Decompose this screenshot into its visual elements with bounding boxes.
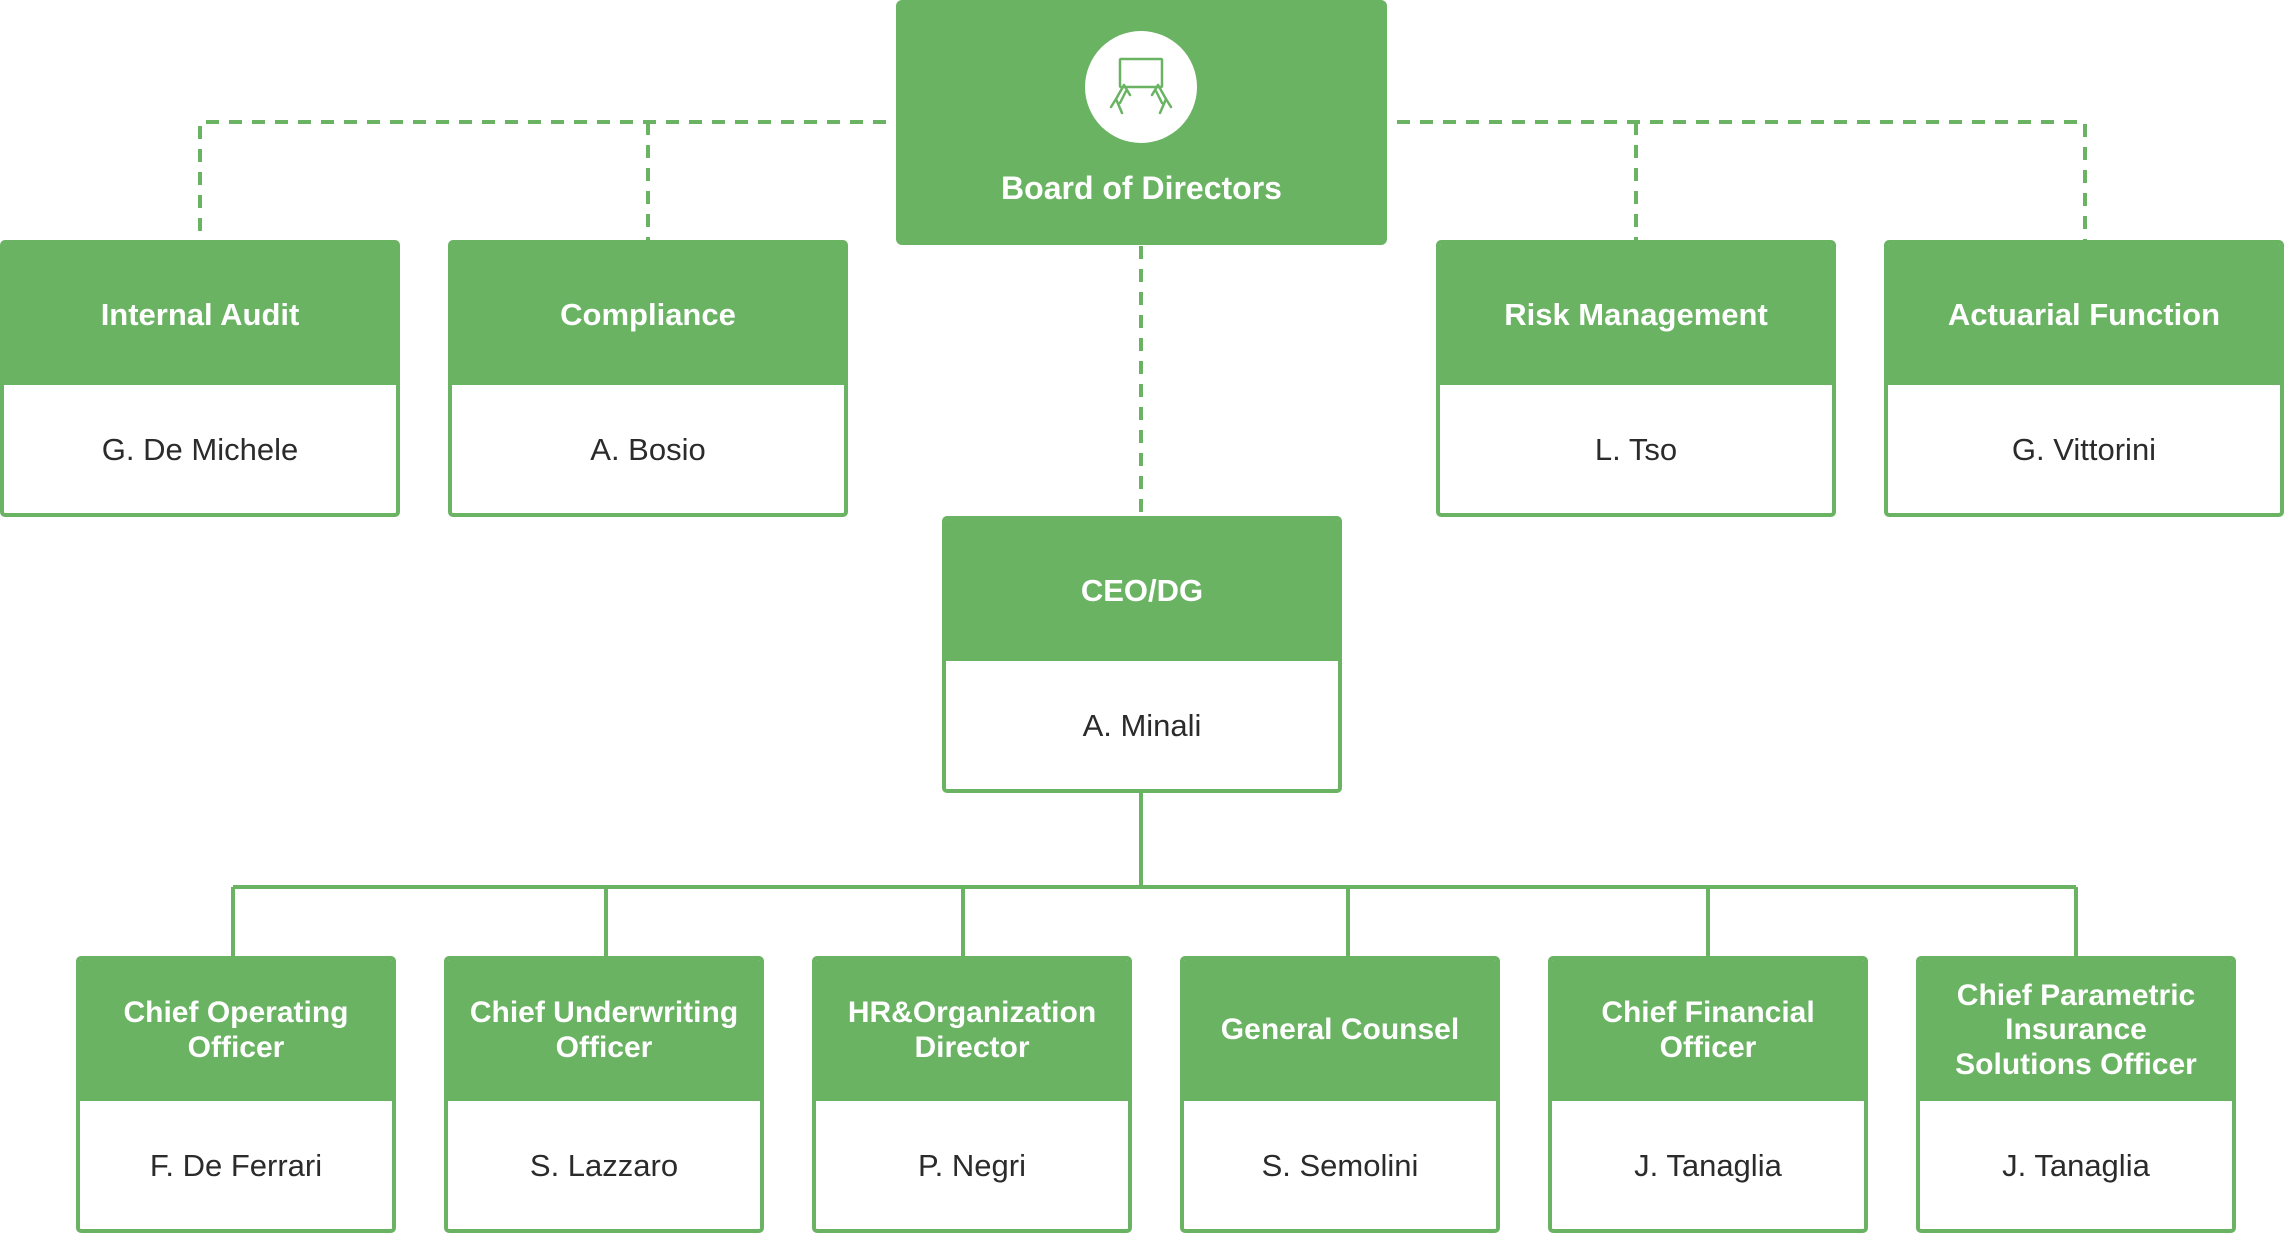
org-box-chief-parametric-insurance-solutions-officer: Chief Parametric Insurance Solutions Off… xyxy=(1916,956,2236,1233)
person-name: P. Negri xyxy=(918,1148,1026,1183)
org-box-chief-financial-officer: Chief Financial Officer J. Tanaglia xyxy=(1548,956,1868,1233)
role-title: Risk Management xyxy=(1440,244,1832,385)
role-title: Compliance xyxy=(452,244,844,385)
role-title: General Counsel xyxy=(1184,960,1496,1101)
person-name: S. Semolini xyxy=(1261,1148,1419,1183)
dashed-connector-right xyxy=(1397,120,2087,240)
person-name: A. Bosio xyxy=(590,432,706,467)
org-box-general-counsel: General Counsel S. Semolini xyxy=(1180,956,1500,1233)
org-box-compliance: Compliance A. Bosio xyxy=(448,240,848,517)
person-name: L. Tso xyxy=(1594,432,1678,467)
role-title: HR&Organization Director xyxy=(816,960,1128,1101)
role-title: CEO/DG xyxy=(946,520,1338,661)
person-name: G. Vittorini xyxy=(2011,432,2157,467)
solid-connector-reports xyxy=(231,792,2078,957)
person-name: F. De Ferrari xyxy=(149,1148,323,1183)
role-title: Internal Audit xyxy=(4,244,396,385)
person-name: J. Tanaglia xyxy=(2002,1148,2150,1183)
person-name: J. Tanaglia xyxy=(1634,1148,1782,1183)
org-box-chief-operating-officer: Chief Operating Officer F. De Ferrari xyxy=(76,956,396,1233)
person-name: A. Minali xyxy=(1082,708,1202,743)
role-title: Chief Parametric Insurance Solutions Off… xyxy=(1920,960,2232,1101)
board-of-directors-box: Board of Directors xyxy=(896,0,1387,245)
role-title: Actuarial Function xyxy=(1888,244,2280,385)
org-box-internal-audit: Internal Audit G. De Michele xyxy=(0,240,400,517)
org-box-ceo: CEO/DG A. Minali xyxy=(942,516,1342,793)
org-box-chief-underwriting-officer: Chief Underwriting Officer S. Lazzaro xyxy=(444,956,764,1233)
org-box-risk-management: Risk Management L. Tso xyxy=(1436,240,1836,517)
person-name: G. De Michele xyxy=(101,432,299,467)
board-title: Board of Directors xyxy=(1001,170,1282,206)
role-title: Chief Financial Officer xyxy=(1552,960,1864,1101)
org-box-actuarial-function: Actuarial Function G. Vittorini xyxy=(1884,240,2284,517)
org-box-hr-organization-director: HR&Organization Director P. Negri xyxy=(812,956,1132,1233)
dashed-connector-left xyxy=(198,120,886,240)
hands-document-icon xyxy=(1085,31,1197,143)
role-title: Chief Operating Officer xyxy=(80,960,392,1101)
person-name: S. Lazzaro xyxy=(529,1148,679,1183)
role-title: Chief Underwriting Officer xyxy=(448,960,760,1101)
